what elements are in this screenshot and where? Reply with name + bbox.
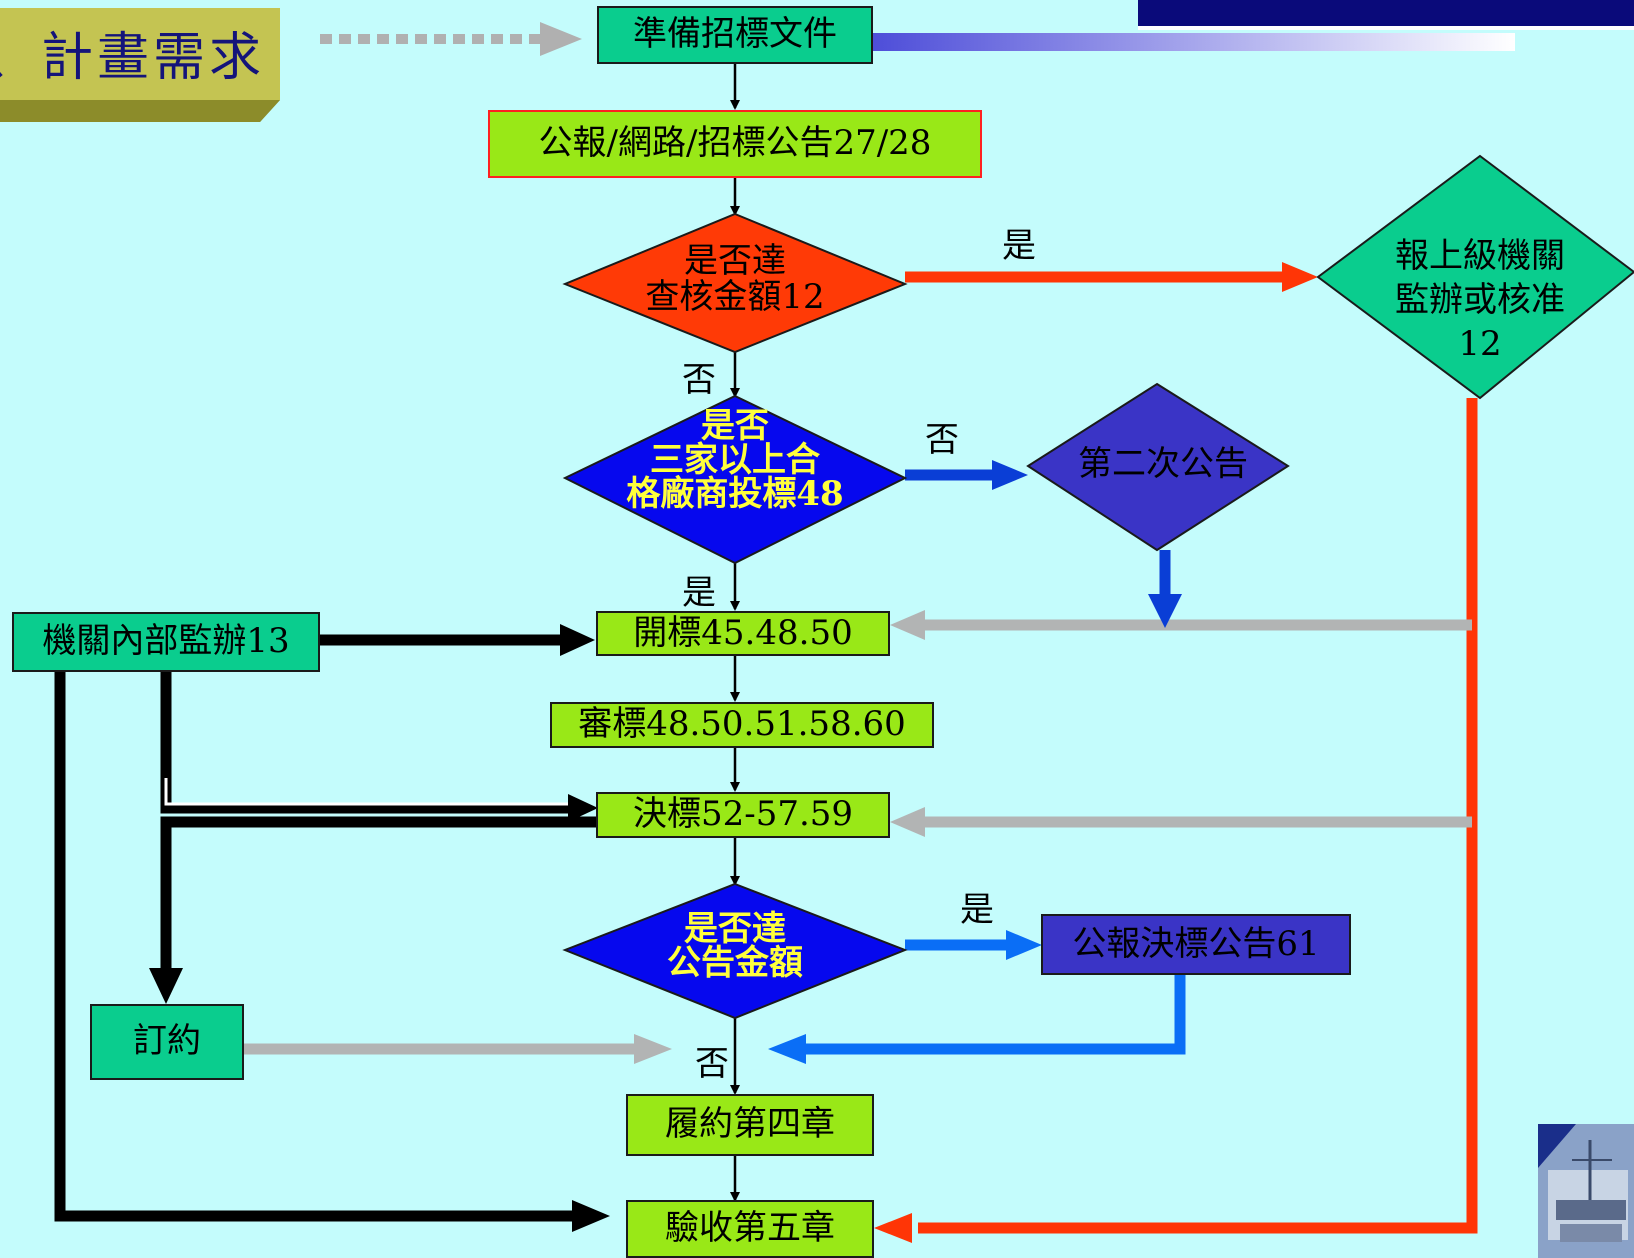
diamond-three-bidders: [562, 394, 908, 565]
arrow-contract-head: [634, 1034, 672, 1064]
node-internal-supervise[interactable]: 機關內部監辦13: [12, 612, 320, 672]
arrow-internal-to-decide: [160, 672, 570, 814]
node-review-bid[interactable]: 審標48.50.51.58.60: [550, 702, 934, 748]
diamond-announce-amount-text[interactable]: 是否達 公告金額: [667, 909, 803, 983]
node-award-notice[interactable]: 公報決標公告61: [1041, 914, 1351, 975]
label-announce-no: 否: [695, 1044, 729, 1084]
label-check-yes: 是: [1002, 226, 1036, 266]
node-decide-bid[interactable]: 決標52-57.59: [596, 792, 890, 838]
diamond-check-amount: [562, 212, 908, 354]
arrow-check-yes-head: [1282, 262, 1318, 292]
section-title: 、計畫需求: [0, 27, 265, 88]
top-right-bar: [1138, 0, 1634, 28]
diamond-report-superior-text[interactable]: 報上級機關 監辦或核准 12: [1395, 235, 1565, 365]
diamond-second-announce: [1026, 382, 1290, 552]
diamond-announce-amount: [562, 882, 908, 1020]
label-three-no: 否: [925, 420, 959, 460]
arrow-superior-to-decide-head: [890, 807, 925, 837]
arrow-internal-to-acceptance-head: [572, 1200, 610, 1232]
ship-photo: [1538, 1124, 1634, 1258]
section-tab: [0, 8, 280, 122]
node-announcement[interactable]: 公報/網路/招標公告27/28: [488, 110, 982, 178]
node-acceptance[interactable]: 驗收第五章: [626, 1200, 874, 1258]
arrow-award-return: [800, 975, 1186, 1055]
label-three-yes: 是: [682, 573, 716, 613]
arrow-superior-to-acceptance-head: [874, 1213, 912, 1243]
arrow-superior-to-acceptance: [918, 398, 1478, 1234]
top-gradient-band: [860, 33, 1515, 51]
diamond-second-announce-text[interactable]: 第二次公告: [1078, 444, 1248, 485]
node-perform[interactable]: 履約第四章: [626, 1094, 874, 1156]
arrow-internal-to-open-head: [560, 624, 595, 656]
top-right-bar-highlight: [1138, 26, 1634, 30]
arrow-superior-to-open-head: [890, 610, 925, 640]
diamond-three-bidders-text[interactable]: 是否 三家以上合 格廠商投標48: [626, 406, 844, 514]
arrow-decide-to-contract-head: [149, 968, 183, 1004]
arrow-decide-to-contract: [160, 816, 598, 972]
tab-dotted-arrowhead: [540, 22, 582, 56]
node-prepare-documents[interactable]: 準備招標文件: [597, 6, 873, 64]
arrow-award-return-head: [768, 1034, 806, 1064]
arrow-second-down-head: [1148, 594, 1182, 628]
node-contract[interactable]: 訂約: [90, 1004, 244, 1080]
arrow-internal-to-acceptance: [54, 672, 575, 1222]
diamond-report-superior: [1316, 154, 1634, 400]
diamond-check-amount-text[interactable]: 是否達 查核金額12: [645, 241, 825, 317]
arrow-announce-yes-head: [1006, 930, 1042, 960]
node-open-bid[interactable]: 開標45.48.50: [596, 611, 890, 656]
label-announce-yes: 是: [960, 890, 994, 930]
arrow-three-no-head: [992, 460, 1028, 490]
arrow-internal-to-decide-inner: [164, 778, 570, 806]
arrow-internal-to-decide-head: [568, 794, 598, 822]
label-check-no: 否: [682, 360, 716, 400]
